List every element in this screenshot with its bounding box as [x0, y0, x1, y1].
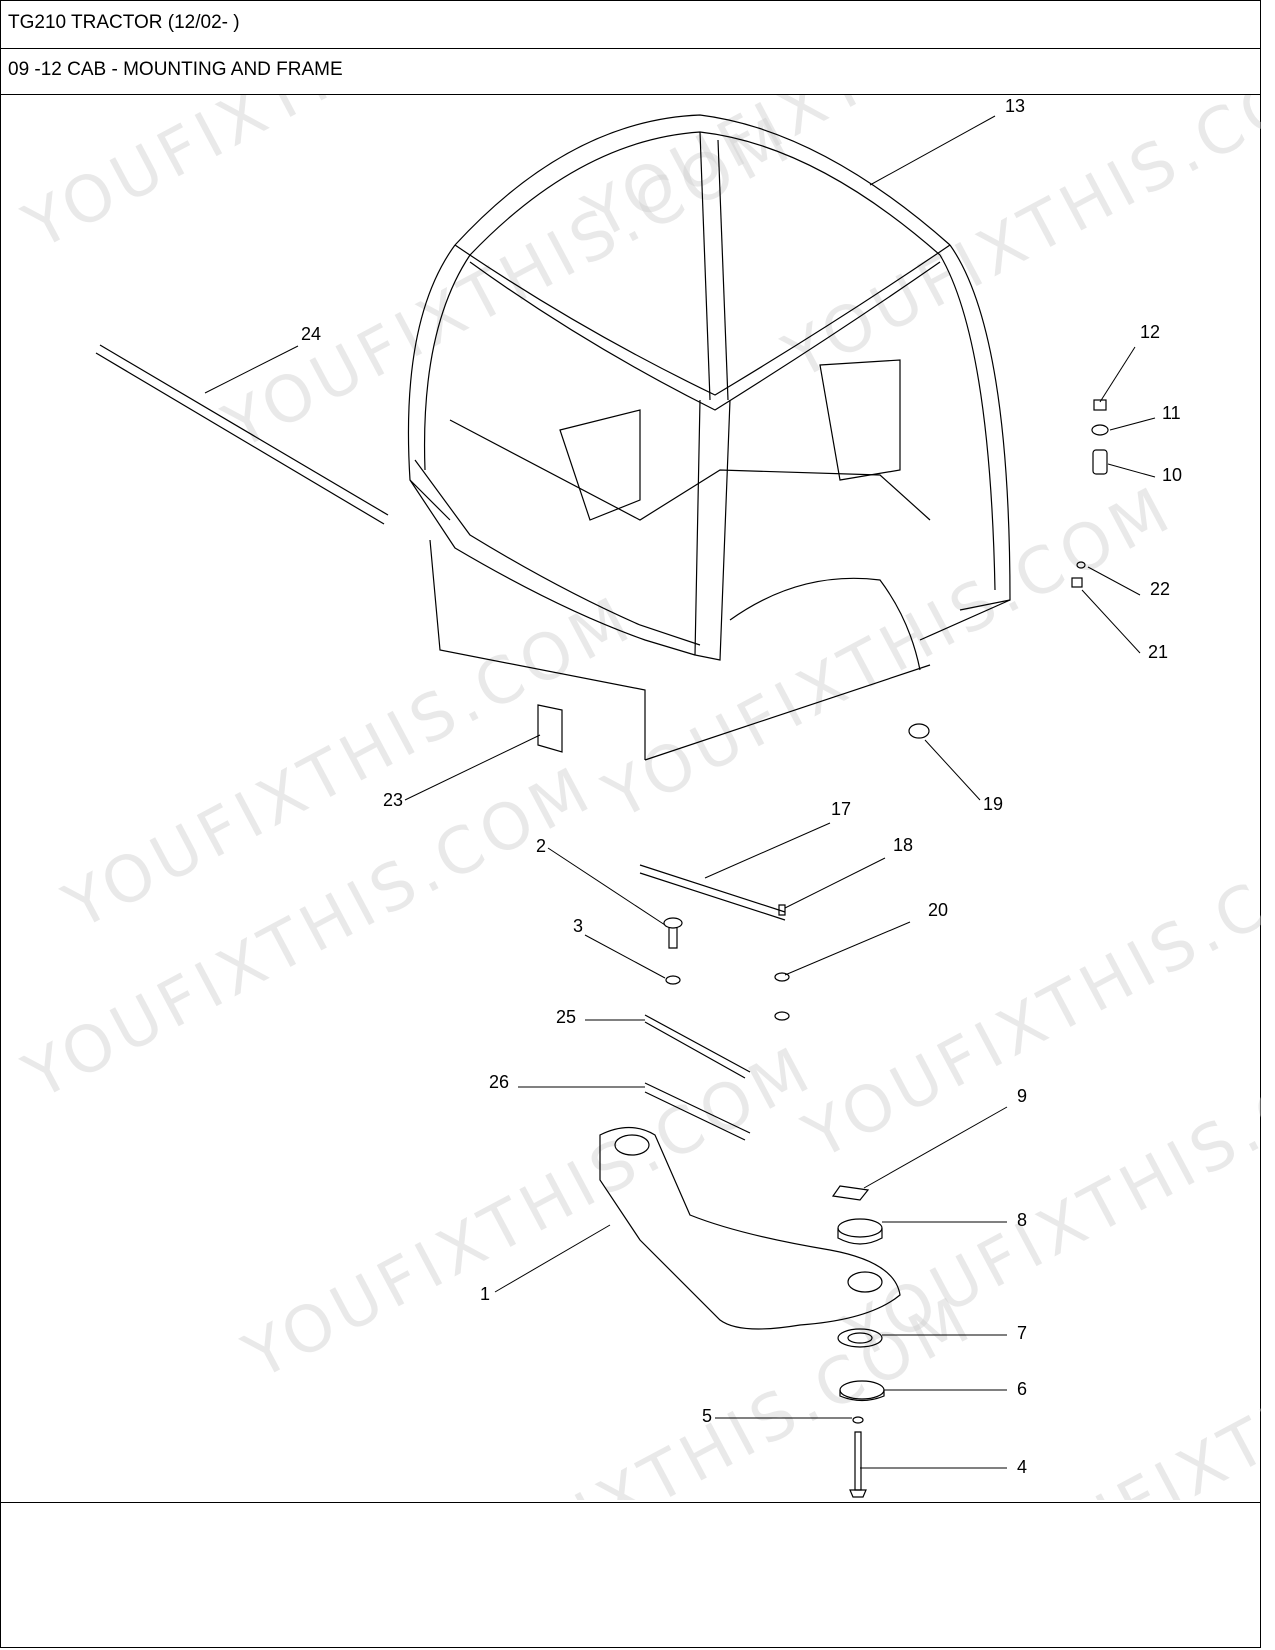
footer-rule — [0, 1502, 1261, 1503]
callout-number-12: 12 — [1140, 322, 1160, 342]
callout-number-10: 10 — [1162, 465, 1182, 485]
small-parts-21-22 — [1071, 561, 1086, 588]
washer-part-20b — [774, 1011, 790, 1021]
callout-number-21: 21 — [1148, 642, 1168, 662]
leader-line-13 — [869, 115, 996, 186]
decal-part-23 — [537, 704, 563, 753]
watermark-text: YOUFIXTHIS.COM — [392, 1282, 986, 1500]
leader-line-22 — [1087, 566, 1141, 596]
callout-number-19: 19 — [983, 794, 1003, 814]
callout-number-1: 1 — [480, 1284, 490, 1304]
plate-part-9 — [831, 1185, 870, 1201]
seal-strip-part-24 — [95, 344, 389, 525]
callout-number-20: 20 — [928, 900, 948, 920]
leader-line-17 — [704, 822, 831, 879]
watermark-layer: YOUFIXTHIS.COMYOUFIXTHIS.COMYOUFIXTHIS.C… — [12, 95, 1261, 1500]
document-title: TG210 TRACTOR (12/02- ) — [8, 12, 240, 33]
callout-number-3: 3 — [573, 916, 583, 936]
mounting-bracket-part-1 — [599, 1126, 901, 1330]
shim-part-25 — [644, 1014, 751, 1079]
callout-number-23: 23 — [383, 790, 403, 810]
washer-part-5 — [852, 1416, 864, 1424]
header-divider — [0, 48, 1261, 49]
leader-line-23 — [404, 734, 541, 801]
leader-line-24 — [204, 345, 299, 394]
leader-line-2 — [547, 847, 666, 926]
callout-number-9: 9 — [1017, 1086, 1027, 1106]
leader-line-1 — [494, 1224, 611, 1293]
leader-line-10 — [1107, 463, 1156, 478]
watermark-text: YOUFIXTHIS.COM — [592, 472, 1186, 835]
leader-line-19 — [924, 739, 981, 801]
leader-line-3 — [584, 934, 666, 979]
callout-number-7: 7 — [1017, 1323, 1027, 1343]
callout-number-18: 18 — [893, 835, 913, 855]
watermark-text: YOUFIXTHIS.COM — [212, 102, 806, 465]
callout-number-2: 2 — [536, 836, 546, 856]
callout-number-25: 25 — [556, 1007, 576, 1027]
leader-line-21 — [1081, 589, 1141, 654]
small-parts-10-11-12 — [1091, 399, 1109, 475]
callout-number-22: 22 — [1150, 579, 1170, 599]
leader-line-11 — [1109, 417, 1156, 431]
washer-part-3 — [665, 975, 681, 985]
callout-number-6: 6 — [1017, 1379, 1027, 1399]
isolator-part-8 — [837, 1218, 883, 1245]
callout-number-11: 11 — [1162, 403, 1181, 423]
exploded-parts-diagram: YOUFIXTHIS.COMYOUFIXTHIS.COMYOUFIXTHIS.C… — [12, 95, 1261, 1500]
header-bottom-rule — [0, 94, 1261, 95]
cab-frame-part-13 — [407, 114, 1011, 761]
washer-part-20a — [774, 972, 790, 982]
screw-part-18 — [778, 904, 786, 916]
callout-number-26: 26 — [489, 1072, 509, 1092]
callout-number-17: 17 — [831, 799, 851, 819]
isolator-part-7 — [837, 1328, 883, 1348]
rail-part-17 — [639, 864, 786, 921]
leader-line-20 — [784, 921, 911, 976]
callout-number-13: 13 — [1005, 96, 1025, 116]
section-title: 09 -12 CAB - MOUNTING AND FRAME — [8, 59, 343, 80]
watermark-text: YOUFIXTHIS.COM — [772, 95, 1261, 395]
watermark-text: YOUFIXTHIS.COM — [232, 1032, 826, 1395]
leader-line-18 — [784, 857, 886, 909]
nut-part-19 — [908, 723, 930, 739]
callout-number-4: 4 — [1017, 1457, 1027, 1477]
leader-line-9 — [863, 1106, 1008, 1189]
callout-number-8: 8 — [1017, 1210, 1027, 1230]
shim-part-26 — [644, 1082, 751, 1141]
bolt-part-4 — [849, 1431, 867, 1498]
callout-number-24: 24 — [301, 324, 321, 344]
bolt-part-2 — [663, 917, 683, 949]
leader-line-12 — [1099, 346, 1136, 403]
callout-number-5: 5 — [702, 1406, 712, 1426]
